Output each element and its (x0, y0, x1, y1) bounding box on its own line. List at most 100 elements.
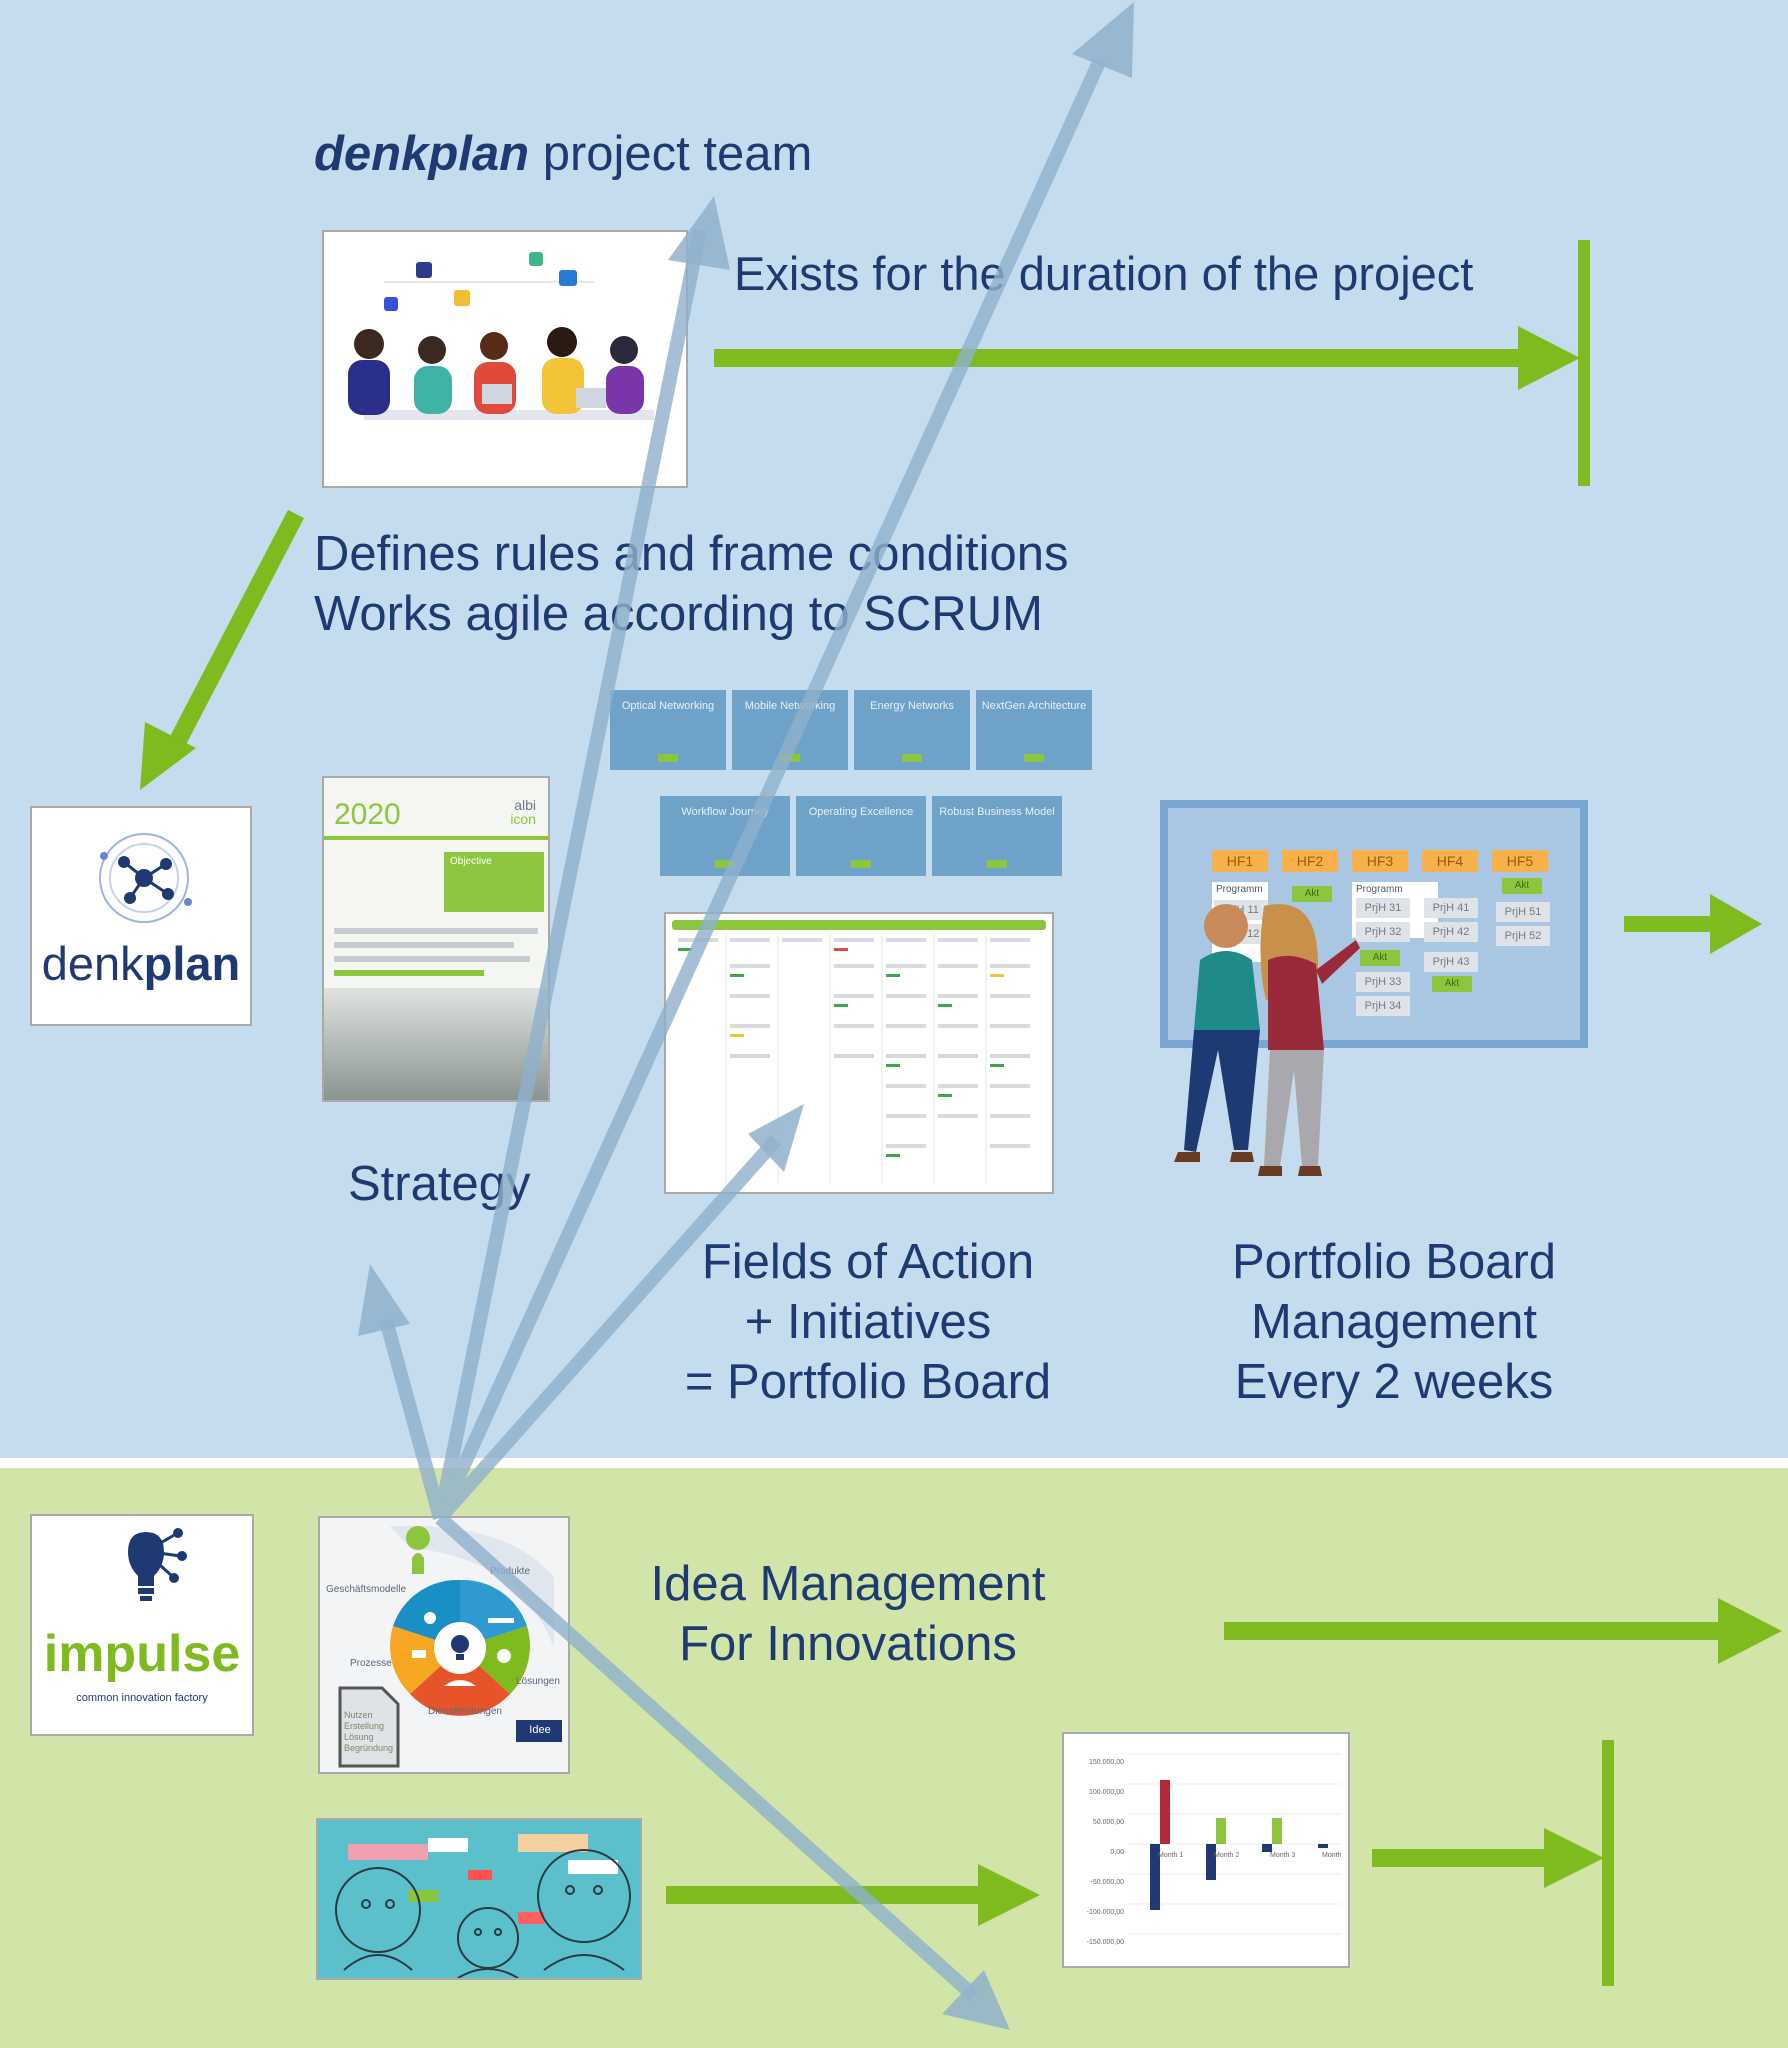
portfolio-board-illustration: HF1 HF2 HF3 HF4 HF5 Programm PrjH 11 Prj… (1160, 800, 1588, 1048)
strategy-text-line (334, 928, 538, 934)
idea-flow-arrows (379, 57, 1107, 2002)
board-header: HF2 (1282, 850, 1338, 872)
field-tile-label: Energy Networks (870, 700, 954, 712)
board-card: PrjH 52 (1496, 926, 1550, 946)
y-tick: 0,00 (1110, 1849, 1124, 1856)
board-program-label: Programm (1216, 884, 1263, 895)
arrowhead-icon (668, 196, 730, 270)
strategy-document: 2020 albi icon Objective (322, 776, 550, 1102)
board-card: PrjH 42 (1424, 922, 1478, 942)
denkplan-logo-light: denk (41, 937, 144, 990)
x-label: Month (1322, 1852, 1342, 1859)
board-card: PrjH 34 (1356, 996, 1410, 1016)
field-tile-button (1024, 754, 1044, 762)
fields-line-2: + Initiatives (744, 1295, 992, 1349)
board-program-label: Programm (1356, 884, 1403, 895)
faces-collage (316, 1818, 642, 1980)
duration-arrow (714, 240, 1590, 486)
wheel-note-line: Lösung (344, 1732, 374, 1742)
denkplan-brand-text: denkplan (314, 127, 530, 181)
field-tile-label: Robust Business Model (939, 806, 1055, 818)
y-tick: -50.000,00 (1090, 1879, 1124, 1886)
y-tick: -100.000,00 (1086, 1909, 1124, 1916)
board-action-card: Akt (1502, 878, 1542, 894)
wheel-note-line: Begründung (344, 1743, 394, 1753)
field-tile-label: Operating Excellence (808, 806, 914, 818)
impulse-tagline: common innovation factory (76, 1692, 208, 1704)
field-tile: Operating Excellence (796, 796, 926, 876)
y-tick: 150.000,00 (1088, 1759, 1124, 1766)
y-tick: 100.000,00 (1088, 1789, 1124, 1796)
project-team-illustration (322, 230, 688, 488)
field-tile: NextGen Architecture (976, 690, 1092, 770)
field-tile-button (658, 754, 678, 762)
x-label: Month 2 (1214, 1852, 1240, 1859)
faces-sketch-icon (335, 1834, 631, 1978)
strategy-text-line (334, 970, 484, 976)
team-to-denkplan-arrow (140, 509, 304, 790)
field-tile-label: Optical Networking (621, 700, 715, 712)
strategy-objective-title: Objective (450, 856, 492, 867)
chart-end-arrow (1372, 1740, 1614, 1986)
lightbulb-icon (128, 1528, 187, 1601)
board-card: PrjH 33 (1356, 972, 1410, 992)
strategy-year: 2020 (334, 798, 401, 831)
wheel-note: Nutzen Erstellung Lösung Begründung (344, 1710, 393, 1754)
fields-of-action-text: Fields of Action + Initiatives = Portfol… (640, 1232, 1096, 1412)
idea-tag: Idee (529, 1724, 551, 1736)
strategy-logo-top: albi (514, 797, 536, 813)
innovation-wheel-icon (338, 1525, 562, 1768)
waterfall-chart: 150.000,00 100.000,00 50.000,00 0,00 -50… (1062, 1732, 1350, 1968)
portfolio-board-text: Portfolio Board Management Every 2 weeks (1184, 1232, 1604, 1412)
arrowhead-icon (358, 1264, 410, 1336)
board-header: HF4 (1422, 850, 1478, 872)
collage-to-chart-arrow (666, 1864, 1040, 1926)
impulse-wordmark: impulse (43, 1625, 241, 1683)
denkplan-logo: denkplan (30, 806, 252, 1026)
field-tile: Robust Business Model (932, 796, 1062, 876)
impulse-section-background (0, 1468, 1788, 2048)
strategy-text-line (334, 942, 514, 948)
board-header: HF1 (1212, 850, 1268, 872)
waterfall-bars (1128, 1753, 1340, 1935)
arrowhead-icon (1072, 2, 1134, 78)
portfolio-continue-arrow (1624, 894, 1762, 954)
strategy-text-line (334, 956, 530, 962)
y-tick: 50.000,00 (1092, 1819, 1124, 1826)
wheel-note-line: Erstellung (344, 1721, 385, 1731)
rules-text: Defines rules and frame conditions Works… (314, 524, 1068, 644)
x-label: Month 1 (1158, 1852, 1184, 1859)
wheel-label: Prozesse (350, 1658, 392, 1669)
board-card: PrjH 43 (1424, 952, 1478, 972)
strategy-objective-panel: Objective (444, 852, 544, 912)
arrowhead-icon (748, 1104, 804, 1172)
wheel-label: Geschäftsmodelle (326, 1584, 407, 1595)
idea-line-1: Idea Management (650, 1557, 1046, 1611)
strategy-logo: albi icon (510, 798, 536, 826)
portfolio-line-1: Portfolio Board (1231, 1235, 1557, 1289)
wheel-label: Lösungen (516, 1676, 560, 1687)
field-tile-button (987, 860, 1007, 868)
arrowhead-icon (942, 1970, 1010, 2030)
portfolio-line-3: Every 2 weeks (1234, 1355, 1554, 1409)
fields-line-1: Fields of Action (701, 1235, 1035, 1289)
section-divider (0, 1458, 1788, 1468)
field-tile: Energy Networks (854, 690, 970, 770)
impulse-logo: impulse common innovation factory (30, 1514, 254, 1736)
project-team-title: denkplan project team (314, 124, 812, 184)
innovation-wheel-card: Geschäftsmodelle Produkte Prozesse Lösun… (318, 1516, 570, 1774)
portfolio-board-grid (672, 920, 1046, 1184)
project-team-suffix: project team (529, 127, 813, 181)
idea-continue-arrow (1224, 1598, 1782, 1664)
portfolio-line-2: Management (1250, 1295, 1537, 1349)
board-header: HF5 (1492, 850, 1548, 872)
network-icon (99, 833, 192, 923)
board-card: PrjH 32 (1356, 922, 1410, 942)
board-card: PrjH 51 (1496, 902, 1550, 922)
duration-text: Exists for the duration of the project (734, 247, 1474, 300)
field-tile: Optical Networking (610, 690, 726, 770)
idea-management-text: Idea Management For Innovations (610, 1554, 1086, 1674)
board-header: HF3 (1352, 850, 1408, 872)
board-action-card: Akt (1292, 886, 1332, 902)
